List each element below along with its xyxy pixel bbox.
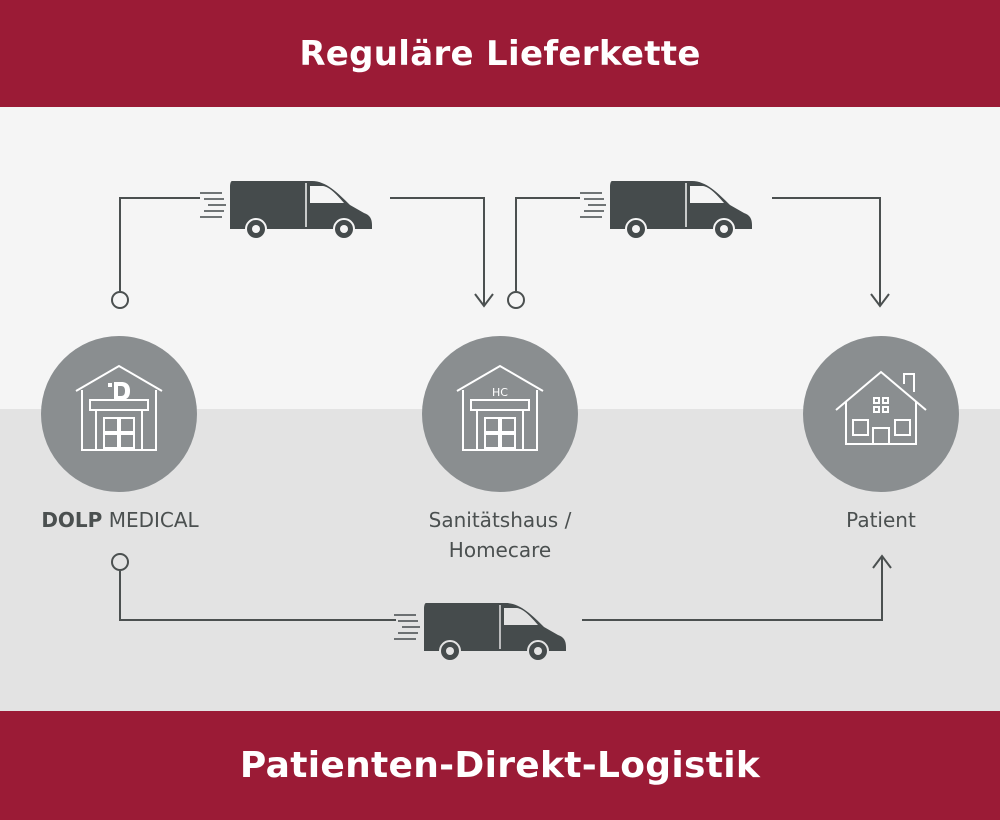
route-start-dot (507, 291, 525, 309)
header-title: Reguläre Lieferkette (299, 33, 701, 74)
node-dolp-medical (41, 336, 197, 492)
label-patient: Patient (800, 505, 962, 535)
homecare-mark: HC (492, 386, 508, 399)
footer-band: Patienten-Direkt-Logistik (0, 711, 1000, 820)
route-start-dot (111, 553, 129, 571)
footer-title: Patienten-Direkt-Logistik (239, 745, 761, 786)
route-dolp-to-patient (111, 553, 892, 621)
label-homecare-line1: Sanitätshaus / (428, 508, 572, 532)
warehouse-hc-icon (456, 364, 544, 451)
header-band: Reguläre Lieferkette (0, 0, 1000, 107)
label-dolp-rest: MEDICAL (108, 508, 199, 532)
route-dolp-to-homecare (111, 197, 494, 309)
label-homecare: Sanitätshaus / Homecare (380, 505, 620, 565)
label-homecare-line2: Homecare (448, 538, 552, 562)
label-patient-text: Patient (846, 508, 916, 532)
route-homecare-to-patient (507, 197, 890, 309)
label-dolp-bold: DOLP (41, 508, 103, 532)
van-icon (579, 180, 753, 240)
warehouse-d-icon (75, 364, 163, 451)
van-icon (199, 180, 373, 240)
node-homecare: HC (422, 336, 578, 492)
van-icon (393, 602, 567, 662)
house-icon (835, 370, 927, 445)
label-dolp-medical: DOLP MEDICAL (20, 505, 220, 535)
node-patient (803, 336, 959, 492)
route-start-dot (111, 291, 129, 309)
